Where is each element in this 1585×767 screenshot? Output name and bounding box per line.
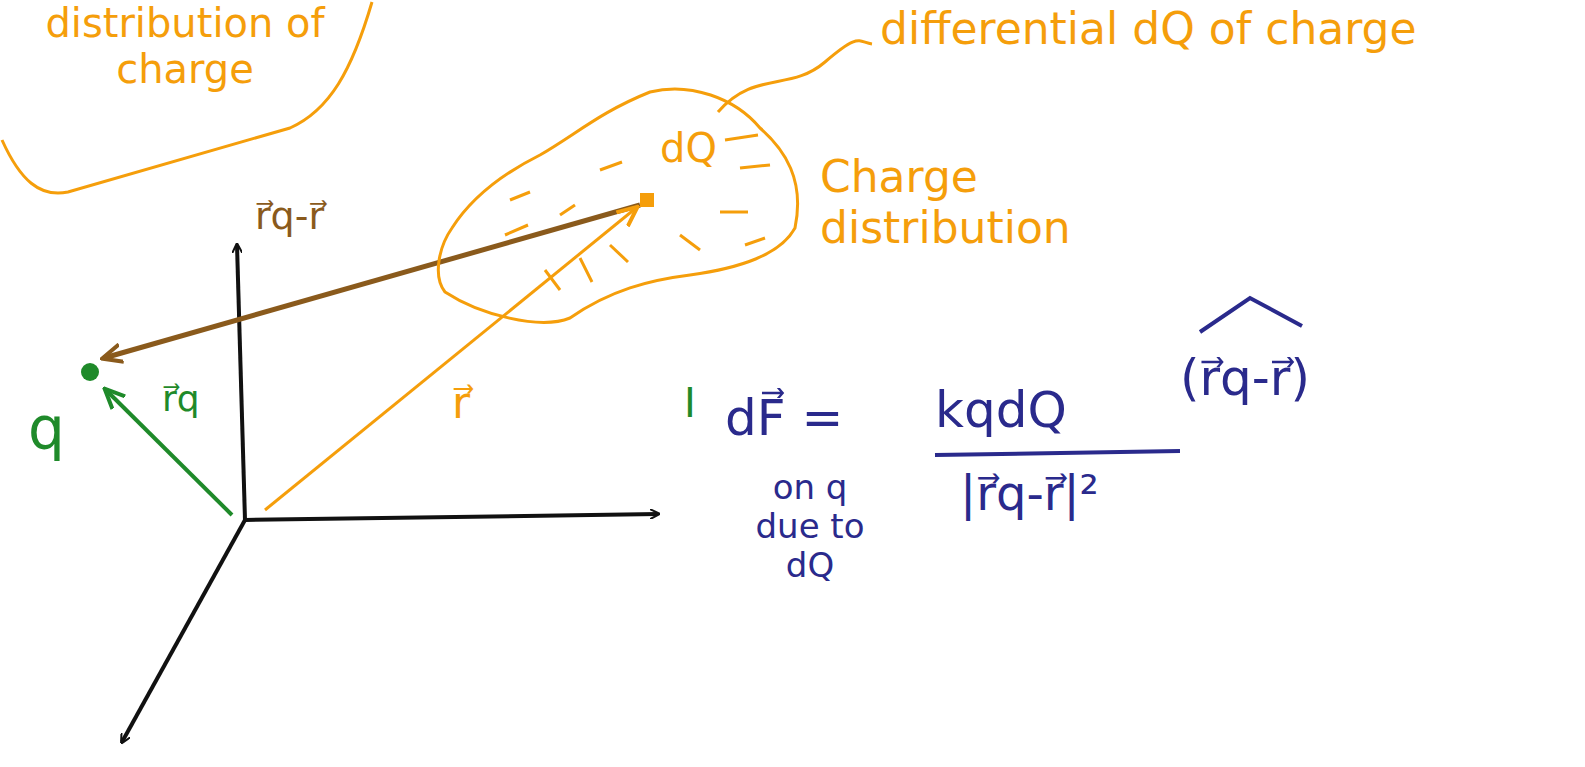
z-axis bbox=[237, 245, 245, 520]
x-axis bbox=[122, 520, 245, 742]
bracket-region: distribution of charge bbox=[0, 0, 380, 200]
charge-hatch bbox=[720, 211, 748, 214]
node-heading: Charge distribution bbox=[820, 152, 1200, 253]
charge-hatch bbox=[580, 258, 592, 282]
charge-hatch bbox=[725, 135, 758, 140]
equation-text: dF⃗ = bbox=[725, 390, 843, 448]
fraction-bar bbox=[935, 451, 1180, 455]
charge-hatch bbox=[680, 235, 700, 250]
charge-hatch bbox=[600, 162, 622, 170]
charge-hatch bbox=[610, 245, 628, 262]
unit-hat bbox=[1200, 298, 1302, 332]
vector-label: r⃗ bbox=[452, 378, 470, 429]
charge-hatch bbox=[560, 205, 575, 215]
source-vector bbox=[265, 208, 636, 510]
charge-hatch bbox=[745, 238, 765, 245]
vector-label: r⃗q-r⃗ bbox=[255, 195, 324, 239]
vector-label: r⃗q bbox=[162, 378, 200, 419]
callout-text: differential dQ of charge bbox=[880, 4, 1417, 55]
node-outline bbox=[430, 80, 810, 330]
separation-vector bbox=[104, 205, 640, 358]
equation-text: kqdQ bbox=[935, 382, 1067, 440]
charge-hatch bbox=[740, 165, 770, 168]
point-charge bbox=[81, 363, 99, 381]
equation-text: |r⃗q-r⃗|² bbox=[960, 466, 1099, 521]
leader-line bbox=[718, 41, 872, 112]
charge-element bbox=[640, 193, 654, 207]
outline-path bbox=[438, 89, 797, 322]
node-text: dQ bbox=[660, 125, 717, 171]
charge-hatch bbox=[505, 225, 528, 235]
charge-hatch bbox=[510, 192, 530, 200]
equation-note: on q due to dQ bbox=[742, 468, 878, 585]
charge-distribution: dQCharge distribution bbox=[430, 80, 810, 330]
equation-number: I bbox=[684, 380, 696, 426]
equation-text: (r⃗q-r⃗) bbox=[1180, 350, 1310, 408]
charge-label: q bbox=[28, 396, 65, 463]
node-text: distribution of charge bbox=[20, 0, 350, 92]
charge-hatch bbox=[545, 270, 560, 290]
axes bbox=[122, 245, 658, 742]
y-axis bbox=[245, 514, 658, 520]
